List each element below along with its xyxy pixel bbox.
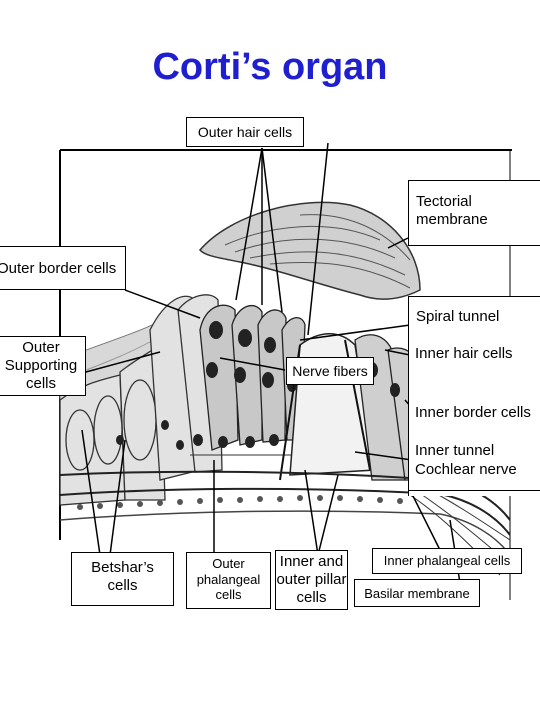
label-cochlear-nerve: Cochlear nerve bbox=[415, 461, 517, 478]
label-nerve-fibers: Nerve fibers bbox=[286, 357, 374, 385]
label-tectorial-membrane: Tectorial membrane bbox=[408, 180, 540, 246]
pointer-lines bbox=[81, 142, 461, 584]
label-basilar-membrane: Basilar membrane bbox=[354, 579, 480, 607]
page-title: Corti’s organ bbox=[152, 46, 388, 88]
label-spiral-tunnel: Spiral tunnel bbox=[408, 296, 540, 496]
tectorial-membrane-shape bbox=[199, 201, 421, 300]
label-betshar-cells: Betshar’s cells bbox=[71, 552, 174, 606]
outer-supporting-cells-shape bbox=[59, 294, 223, 506]
label-inner-hair-cells: Inner hair cells bbox=[415, 345, 513, 362]
label-outer-phalangeal-cells: Outer phalangeal cells bbox=[186, 552, 271, 609]
label-inner-border-cells: Inner border cells bbox=[415, 404, 531, 421]
label-outer-supporting-cells: Outer Supporting cells bbox=[0, 336, 86, 396]
label-right-box-bottom bbox=[408, 490, 540, 492]
label-inner-phalangeal-cells: Inner phalangeal cells bbox=[372, 548, 522, 574]
label-outer-border-cells: Outer border cells bbox=[0, 246, 126, 290]
label-inner-tunnel: Inner tunnel bbox=[415, 442, 495, 459]
label-outer-hair-cells: Outer hair cells bbox=[186, 117, 304, 147]
label-inner-outer-pillar-cells: Inner and outer pillar cells bbox=[275, 550, 348, 610]
